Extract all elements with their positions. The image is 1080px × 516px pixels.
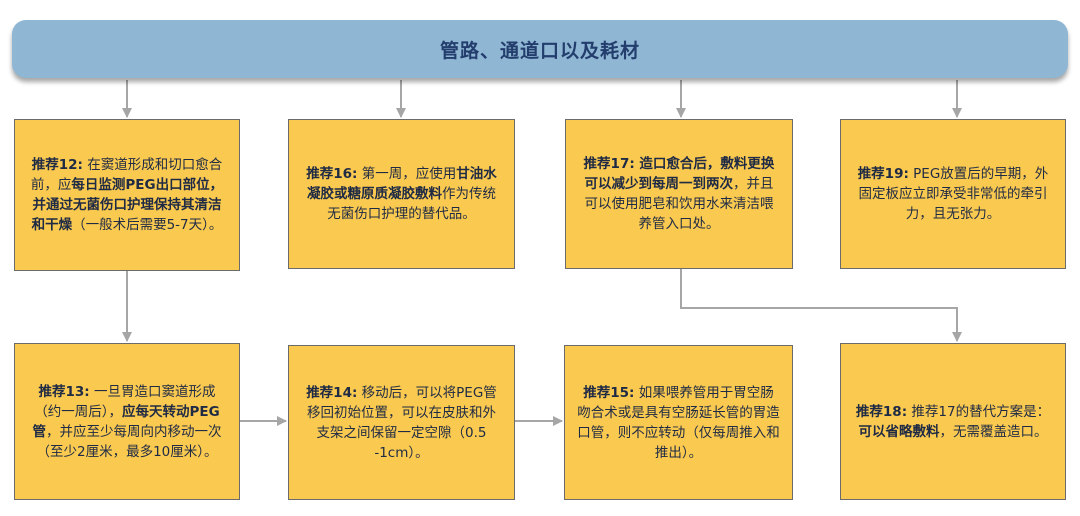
recommendation-15-box: 推荐15: 如果喂养管用于胃空肠吻合术或是具有空肠延长管的胃造口管，则不应转动（… <box>564 345 793 500</box>
text-segment: 如果喂养管用于胃空肠吻合术或是具有空肠延长管的胃造口管，则不应转动（仅每周推入和… <box>577 384 780 461</box>
header-banner: 管路、通道口以及耗材 <box>12 20 1068 78</box>
recommendation-15-text: 推荐15: 如果喂养管用于胃空肠吻合术或是具有空肠延长管的胃造口管，则不应转动（… <box>577 383 780 463</box>
arrow-r17-to-r18 <box>680 269 962 342</box>
recommendation-17-box: 推荐17: 造口愈合后，敷料更换可以减少到每周一到两次，并且可以使用肥皂和饮用水… <box>565 119 793 269</box>
text-segment: 在窦道形成和切口愈合前，应 <box>30 157 223 193</box>
bold-segment: 推荐13: <box>38 383 90 400</box>
text-segment: 推荐17的替代方案是： <box>907 403 1051 420</box>
recommendation-13-text: 推荐13: 一旦胃造口窦道形成（约一周后），应每天转动PEG管，并应至少每周向内… <box>27 382 227 462</box>
bold-segment: 推荐12: <box>31 157 83 173</box>
recommendation-17-text: 推荐17: 造口愈合后，敷料更换可以减少到每周一到两次，并且可以使用肥皂和饮用水… <box>578 154 780 234</box>
bold-segment: 每日监测PEG出口部位，并通过无菌伤口护理保持其清洁和干燥 <box>31 177 224 233</box>
recommendation-14-text: 推荐14: 移动后，可以将PEG管移回初始位置，可以在皮肤和外支架之间保留一定空… <box>301 383 502 463</box>
recommendation-18-text: 推荐18: 推荐17的替代方案是： 可以省略敷料，无需覆盖造口。 <box>853 402 1053 442</box>
text-segment: ，并且可以使用肥皂和饮用水来清洁喂养管入口处。 <box>584 176 774 232</box>
text-segment: 一旦胃造口窦道形成（约一周后）， <box>34 383 216 420</box>
page-title: 管路、通道口以及耗材 <box>439 39 640 62</box>
bold-segment: 应每天转动PEG管 <box>32 403 220 440</box>
bold-segment: 可以省略敷料 <box>858 423 940 440</box>
text-segment: 作为传统无菌伤口护理的替代品。 <box>327 186 496 222</box>
recommendation-12-box: 推荐12: 在窦道形成和切口愈合前，应每日监测PEG出口部位，并通过无菌伤口护理… <box>14 119 240 271</box>
text-segment: 第一周，应使用 <box>357 166 457 182</box>
recommendation-12-text: 推荐12: 在窦道形成和切口愈合前，应每日监测PEG出口部位，并通过无菌伤口护理… <box>27 155 227 235</box>
text-segment: （一般术后需要5-7天）。 <box>72 217 223 233</box>
bold-segment: 推荐15: <box>583 384 635 401</box>
recommendation-19-box: 推荐19: PEG放置后的早期，外固定板应立即承受非常低的牵引力，且无张力。 <box>840 119 1066 269</box>
text-segment: ，无需覆盖造口。 <box>939 423 1048 440</box>
recommendation-14-box: 推荐14: 移动后，可以将PEG管移回初始位置，可以在皮肤和外支架之间保留一定空… <box>288 345 515 500</box>
recommendation-16-text: 推荐16: 第一周，应使用甘油水凝胶或糖原质凝胶敷料作为传统无菌伤口护理的替代品… <box>301 164 502 224</box>
recommendation-13-box: 推荐13: 一旦胃造口窦道形成（约一周后），应每天转动PEG管，并应至少每周向内… <box>14 343 240 500</box>
bold-segment: 推荐19: <box>857 166 909 182</box>
bold-segment: 推荐16: <box>306 166 358 182</box>
text-segment: ，并应至少每周向内移动一次（至少2厘米，最多10厘米）。 <box>36 423 222 460</box>
recommendation-18-box: 推荐18: 推荐17的替代方案是： 可以省略敷料，无需覆盖造口。 <box>840 343 1066 500</box>
recommendation-16-box: 推荐16: 第一周，应使用甘油水凝胶或糖原质凝胶敷料作为传统无菌伤口护理的替代品… <box>288 119 515 269</box>
bold-segment: 推荐18: <box>855 403 908 420</box>
recommendation-19-text: 推荐19: PEG放置后的早期，外固定板应立即承受非常低的牵引力，且无张力。 <box>853 164 1053 224</box>
bold-segment: 推荐17: 造口愈合后，敷料更换可以减少到每周一到两次 <box>583 156 775 192</box>
text-segment: PEG放置后的早期，外固定板应立即承受非常低的牵引力，且无张力。 <box>858 166 1049 222</box>
bold-segment: 推荐14: <box>306 384 358 401</box>
text-segment: 移动后，可以将PEG管移回初始位置，可以在皮肤和外支架之间保留一定空隙（0.5 … <box>307 384 497 461</box>
bold-segment: 甘油水凝胶或糖原质凝胶敷料 <box>307 166 497 202</box>
